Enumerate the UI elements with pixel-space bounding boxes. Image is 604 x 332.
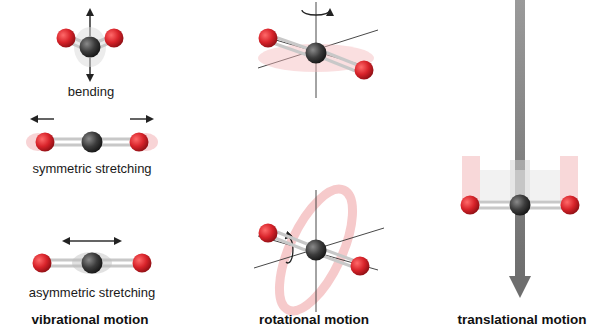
- mode-label: symmetric stretching: [32, 161, 151, 176]
- column-heading: rotational motion: [259, 312, 369, 327]
- column-heading: translational motion: [457, 312, 586, 327]
- mode-label: asymmetric stretching: [29, 285, 155, 300]
- mode-label: bending: [68, 84, 114, 99]
- column-heading: vibrational motion: [31, 312, 148, 327]
